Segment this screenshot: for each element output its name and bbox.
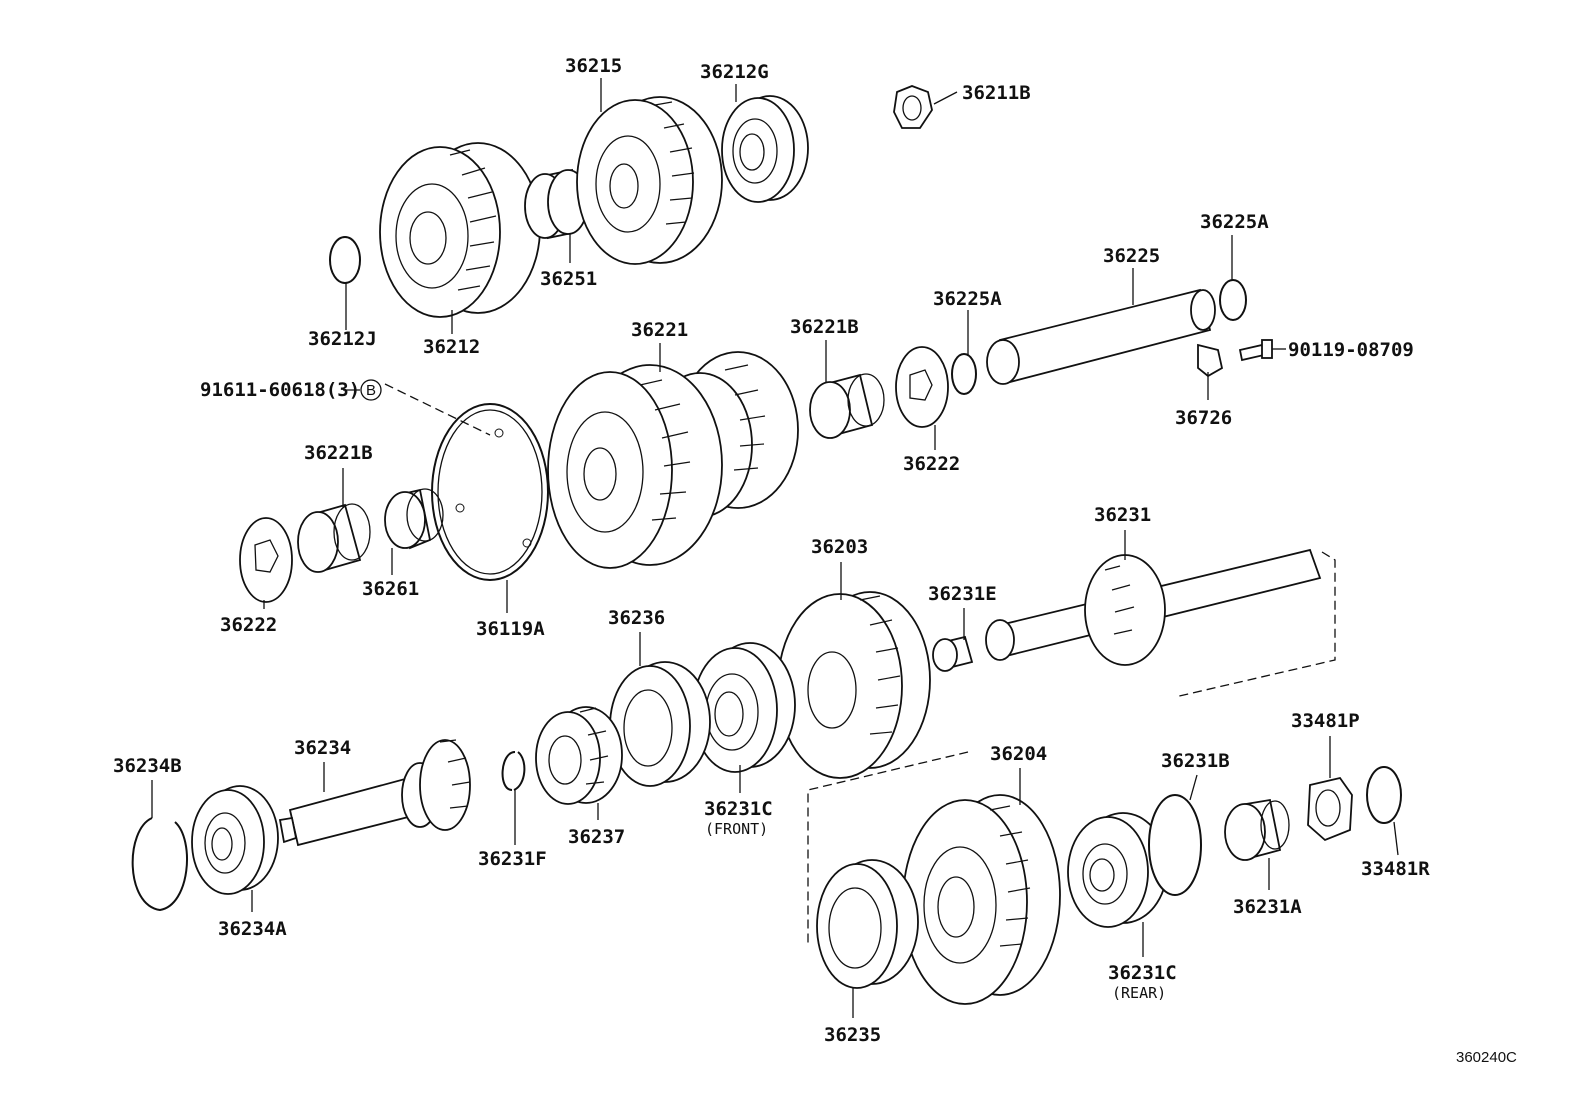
ring-36231B-drawing[interactable] xyxy=(1148,794,1202,896)
nut-36211B-drawing[interactable] xyxy=(893,85,933,129)
label-36231B: 36231B xyxy=(1161,750,1230,772)
sleeve-36236-drawing[interactable] xyxy=(609,661,711,787)
gear-36237-drawing[interactable] xyxy=(535,706,623,805)
label-36212G: 36212G xyxy=(700,61,769,83)
label-36221B-top: 36221B xyxy=(790,316,859,338)
gear-36212-drawing[interactable] xyxy=(379,142,541,318)
label-36231E: 36231E xyxy=(928,583,997,605)
label-36222-left: 36222 xyxy=(220,614,277,636)
label-36251: 36251 xyxy=(540,268,597,290)
label-36222-top: 36222 xyxy=(903,453,960,475)
label-36203: 36203 xyxy=(811,536,868,558)
group-outline-dashed xyxy=(807,751,969,945)
ring-36225A-mid-drawing[interactable] xyxy=(951,353,977,395)
label-36234: 36234 xyxy=(294,737,351,759)
gear-36203-drawing[interactable] xyxy=(777,591,931,779)
plate-36119A-drawing[interactable] xyxy=(431,403,549,581)
shaft-36234-drawing[interactable] xyxy=(278,739,471,847)
bearing-36231C-front-drawing[interactable] xyxy=(692,642,796,773)
gear-36204-drawing[interactable] xyxy=(902,794,1061,1005)
bearing-36212G-drawing[interactable] xyxy=(721,95,809,203)
label-36236: 36236 xyxy=(608,607,665,629)
label-36225A-top: 36225A xyxy=(1200,211,1269,233)
ring-33481R-drawing[interactable] xyxy=(1366,766,1402,824)
label-33481R: 33481R xyxy=(1361,858,1430,880)
label-36726: 36726 xyxy=(1175,407,1232,429)
label-91611-60618: 91611-60618(3) xyxy=(200,379,360,401)
plate-36726-drawing[interactable] xyxy=(1197,343,1224,378)
label-36261: 36261 xyxy=(362,578,419,600)
diagram-reference: 360240C xyxy=(1456,1049,1517,1066)
nut-33481P-drawing[interactable] xyxy=(1307,776,1353,842)
ring-36225A-top-drawing[interactable] xyxy=(1219,279,1247,321)
gear-36215-drawing[interactable] xyxy=(576,96,723,265)
label-36221: 36221 xyxy=(631,319,688,341)
label-36212J: 36212J xyxy=(308,328,377,350)
label-36231C-front: 36231C xyxy=(704,798,773,820)
marker-b-circle xyxy=(360,379,382,401)
gear-36221-drawing[interactable] xyxy=(547,351,799,569)
label-36237: 36237 xyxy=(568,826,625,848)
bolt-90119-drawing[interactable] xyxy=(1238,339,1273,362)
label-36225: 36225 xyxy=(1103,245,1160,267)
snap-ring-36231F-drawing[interactable] xyxy=(501,751,526,791)
label-36231C-rear: 36231C xyxy=(1108,962,1177,984)
label-36221B-left: 36221B xyxy=(304,442,373,464)
label-36204: 36204 xyxy=(990,743,1047,765)
bearing-36231E-drawing[interactable] xyxy=(932,635,974,672)
bearing-36234A-drawing[interactable] xyxy=(191,785,279,895)
sleeve-36235-drawing[interactable] xyxy=(816,859,919,989)
collar-36261-drawing[interactable] xyxy=(384,488,444,550)
marker-b-letter: B xyxy=(366,382,376,399)
label-36234B: 36234B xyxy=(113,755,182,777)
label-36215: 36215 xyxy=(565,55,622,77)
washer-36222-left-drawing[interactable] xyxy=(239,517,293,603)
collar-36231A-drawing[interactable] xyxy=(1224,798,1290,861)
label-36235: 36235 xyxy=(824,1024,881,1046)
label-36211B: 36211B xyxy=(962,82,1031,104)
label-36231A: 36231A xyxy=(1233,896,1302,918)
bearing-36231C-rear-drawing[interactable] xyxy=(1067,812,1168,928)
note-rear: (REAR) xyxy=(1112,984,1166,1002)
ring-36212J-drawing[interactable] xyxy=(329,236,361,284)
label-36234A: 36234A xyxy=(218,918,287,940)
label-90119-08709: 90119-08709 xyxy=(1288,339,1414,361)
label-36225A-mid: 36225A xyxy=(933,288,1002,310)
shaft-36231-drawing[interactable] xyxy=(985,548,1336,698)
leader-lines xyxy=(151,78,1399,1018)
shaft-36225-drawing[interactable] xyxy=(986,288,1216,385)
label-36212: 36212 xyxy=(423,336,480,358)
snap-ring-36234B-drawing[interactable] xyxy=(131,817,188,912)
label-36231F: 36231F xyxy=(478,848,547,870)
needle-bearing-36221B-top-drawing[interactable] xyxy=(809,373,885,439)
needle-bearing-36221B-left-drawing[interactable] xyxy=(297,503,371,573)
label-36231: 36231 xyxy=(1094,504,1151,526)
label-36119A: 36119A xyxy=(476,618,545,640)
washer-36222-top-drawing[interactable] xyxy=(895,346,949,428)
note-front: (FRONT) xyxy=(705,820,768,838)
label-33481P: 33481P xyxy=(1291,710,1360,732)
